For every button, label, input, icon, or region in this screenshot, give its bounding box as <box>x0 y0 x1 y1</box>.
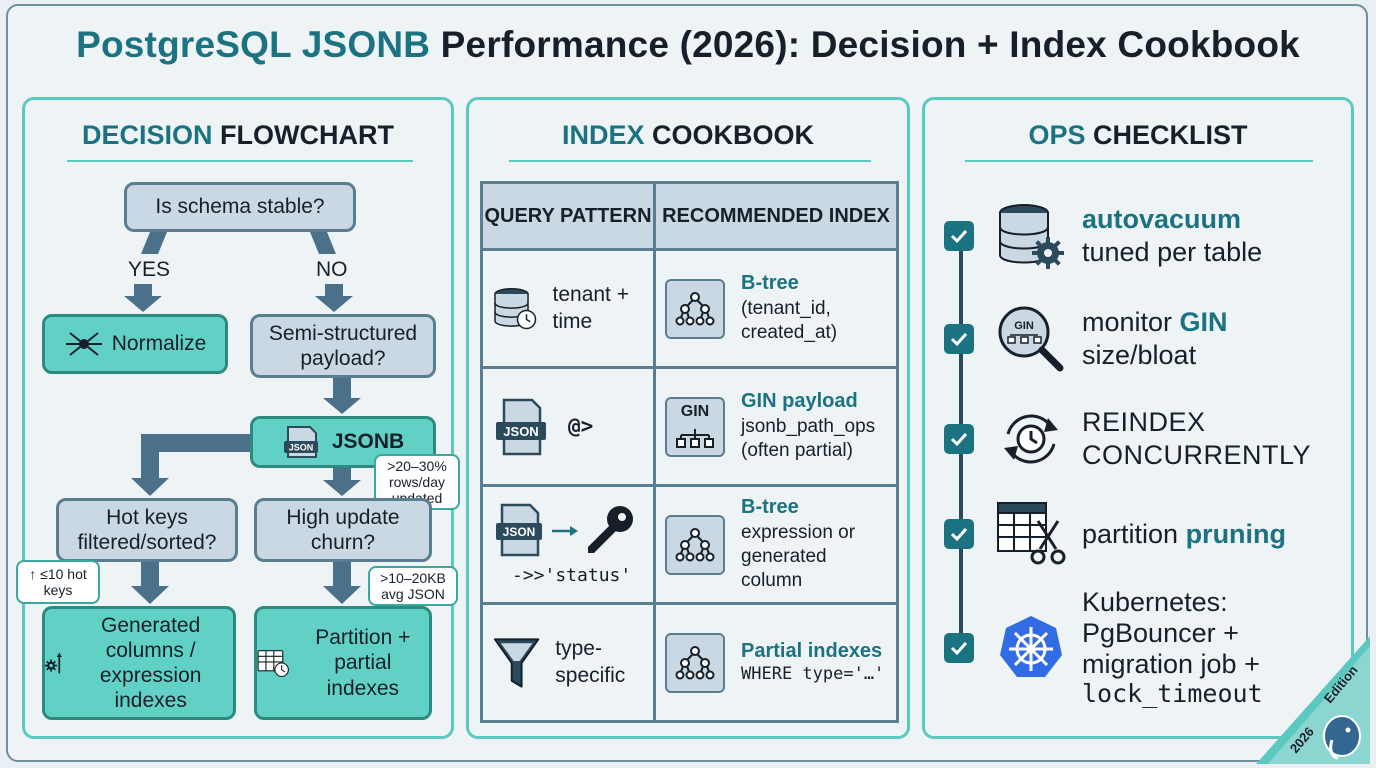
arrow-to-partition <box>333 562 351 588</box>
gin-index-icon: GIN <box>665 396 725 457</box>
edition-corner-badge: 2026 Edition <box>1256 636 1370 764</box>
gear-arrow-icon <box>45 652 62 674</box>
page-title: PostgreSQL JSONB Performance (2026): Dec… <box>0 24 1376 66</box>
pattern-text: tenant + time <box>552 283 629 333</box>
ops-item-partition-pruning: partition pruning <box>944 494 1364 574</box>
arrow-to-jsonb <box>333 378 351 400</box>
check-icon <box>944 519 974 549</box>
database-clock-icon <box>494 287 537 329</box>
json-key-icon: JSON <box>496 503 633 556</box>
q-hot-keys: Hot keys filtered/sorted? <box>56 498 238 562</box>
json-file-icon: JSON <box>496 398 546 455</box>
json-badge-text: JSON <box>503 424 538 439</box>
database-gear-icon <box>999 204 1064 269</box>
refresh-clock-icon <box>1004 414 1058 464</box>
index-title: Partial indexes <box>741 639 883 662</box>
index-detail: (tenant_id, created_at) <box>741 297 838 344</box>
arrow-to-yes <box>141 232 167 254</box>
index-detail: expression or generated column <box>741 521 856 592</box>
check-icon <box>944 221 974 251</box>
node-normalize: Normalize <box>42 314 228 374</box>
title-highlight: PostgreSQL JSONB <box>76 24 431 65</box>
check-icon <box>944 633 974 663</box>
ops-heading-rule <box>965 160 1313 162</box>
ops-item-reindex: REINDEX CONCURRENTLY <box>944 399 1364 479</box>
node-generated-columns: Generated columns / expression indexes <box>42 606 236 720</box>
index-title: B-tree <box>741 496 799 519</box>
check-icon <box>944 324 974 354</box>
pattern-text: ->>'status' <box>512 564 632 586</box>
json-file-icon: JSON <box>283 426 318 458</box>
index-cookbook-table: QUERY PATTERN RECOMMENDED INDEX tenant +… <box>480 181 899 723</box>
ops-heading: OPS CHECKLIST <box>1028 120 1248 150</box>
check-icon <box>944 424 974 454</box>
label-no: NO <box>316 258 348 281</box>
tree-index-icon <box>665 514 725 575</box>
svg-text:JSON: JSON <box>503 525 536 539</box>
pattern-text: type-specific <box>555 637 626 687</box>
q-semi-structured: Semi-structured payload? <box>250 314 436 378</box>
flowchart-heading: DECISION FLOWCHART <box>82 120 394 150</box>
bubble-json-size: >10–20KB avg JSON <box>368 566 458 606</box>
svg-text:GIN: GIN <box>1014 320 1034 332</box>
cookbook-heading: INDEX COOKBOOK <box>561 120 815 150</box>
tree-index-icon <box>665 278 725 339</box>
arrow-to-no <box>310 232 336 254</box>
index-title: B-tree <box>741 272 799 295</box>
arrow-to-churn <box>333 468 351 482</box>
ops-checklist-panel: OPS CHECKLIST <box>922 97 1354 739</box>
index-title: GIN payload <box>741 390 858 413</box>
index-detail: WHERE type='…' <box>741 664 885 685</box>
arrow-to-generated <box>141 562 159 588</box>
postgresql-elephant-icon <box>1323 715 1361 760</box>
json-badge-text: JSON <box>289 443 314 453</box>
arrow-to-hot-keys <box>141 434 251 452</box>
q-schema-stable: Is schema stable? <box>124 182 356 232</box>
title-rest: Performance (2026): Decision + Index Coo… <box>430 24 1300 65</box>
filter-funnel-icon <box>493 637 540 688</box>
magnifier-gin-icon: GIN <box>998 306 1064 372</box>
node-partition: Partition + partial indexes <box>254 606 432 720</box>
arrow-to-normalize <box>134 284 152 298</box>
pattern-text: @> <box>568 414 594 439</box>
ops-item-kubernetes: Kubernetes:PgBouncer +migration job +loc… <box>944 587 1364 708</box>
normalize-icon <box>65 332 102 356</box>
bubble-hot-keys: ↑ ≤10 hot keys <box>16 560 100 604</box>
col-recommended-index: RECOMMENDED INDEX <box>653 181 899 251</box>
q-update-churn: High update churn? <box>254 498 432 562</box>
kubernetes-icon <box>1000 616 1062 677</box>
table-header-row: QUERY PATTERN RECOMMENDED INDEX <box>480 181 899 251</box>
cookbook-heading-rule <box>509 160 871 162</box>
table-scissors-icon <box>997 502 1066 565</box>
arrow-to-semi <box>325 284 343 298</box>
table-clock-icon <box>257 650 289 678</box>
table-row: tenant + time B-tree(tenant_id, created_… <box>480 248 899 369</box>
flowchart-heading-rule <box>67 160 413 162</box>
col-query-pattern: QUERY PATTERN <box>480 181 656 251</box>
label-yes: YES <box>128 258 171 281</box>
index-detail: jsonb_path_ops (often partial) <box>741 415 876 462</box>
tree-index-icon <box>665 632 725 693</box>
